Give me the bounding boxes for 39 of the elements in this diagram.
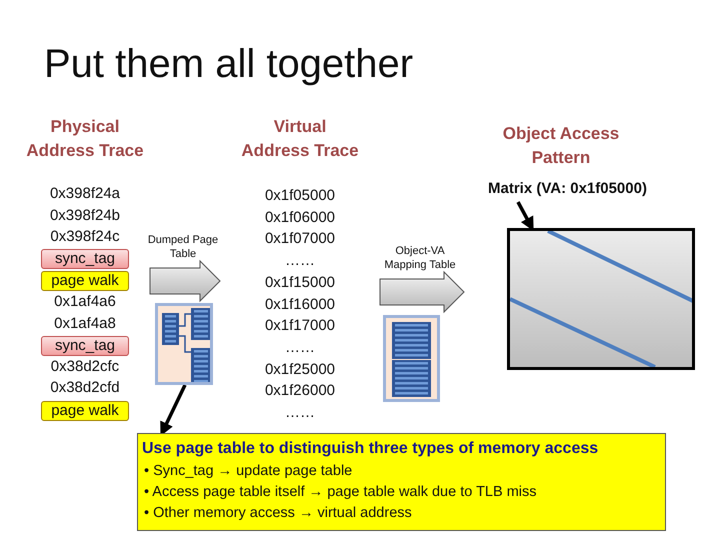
address-text: 0x1f07000 <box>264 229 336 250</box>
address-text: 0x398f24c <box>49 227 121 248</box>
tag-label: page walk <box>41 400 129 420</box>
tag-label: sync_tag <box>41 249 129 270</box>
page-table-drawing <box>155 303 213 385</box>
address-text: 0x1f16000 <box>264 294 336 314</box>
address-text: …… <box>284 338 316 358</box>
block-arrow <box>150 260 221 302</box>
slide-title: Put them all together <box>44 42 414 87</box>
address-text: 0x398f24b <box>48 206 122 226</box>
bullet-text: • Access page table itself → page table walk due to TLB miss <box>144 483 538 502</box>
mapping-table-drawing <box>383 315 440 402</box>
note-heading: Use page table to distinguish three types of memory access <box>142 440 600 458</box>
block-arrow <box>380 270 465 314</box>
column-heading: Object Access Pattern <box>502 123 620 169</box>
address-text: 0x1f26000 <box>264 381 336 402</box>
address-text: 0x38d2cfc <box>50 356 120 377</box>
column-heading: Virtual Address Trace <box>240 116 360 162</box>
address-text: 0x1f17000 <box>264 316 336 336</box>
address-text: 0x1f05000 <box>264 186 336 206</box>
bullet-text: • Other memory access → virtual address <box>144 504 413 523</box>
bullet-text: • Sync_tag → update page table <box>144 462 354 481</box>
column-heading: Physical Address Trace <box>25 116 145 162</box>
matrix-box <box>507 228 695 370</box>
address-text: …… <box>284 403 316 423</box>
note-box <box>137 433 666 531</box>
tag-label: sync_tag <box>41 336 129 356</box>
address-text: 0x1af4a8 <box>53 314 117 334</box>
address-text: 0x398f24a <box>48 184 122 204</box>
edge-label: Dumped Page Table <box>146 233 220 261</box>
address-text: 0x1f15000 <box>264 272 336 293</box>
address-text: 0x1f25000 <box>264 360 336 380</box>
address-text: …… <box>284 251 316 272</box>
tag-label: page walk <box>41 270 129 291</box>
edge-label: Object-VA Mapping Table <box>383 244 457 272</box>
address-text: 0x1af4a6 <box>53 292 117 312</box>
matrix-caption: Matrix (VA: 0x1f05000) <box>488 180 647 197</box>
address-text: 0x38d2cfd <box>49 378 121 398</box>
address-text: 0x1f06000 <box>264 208 336 228</box>
